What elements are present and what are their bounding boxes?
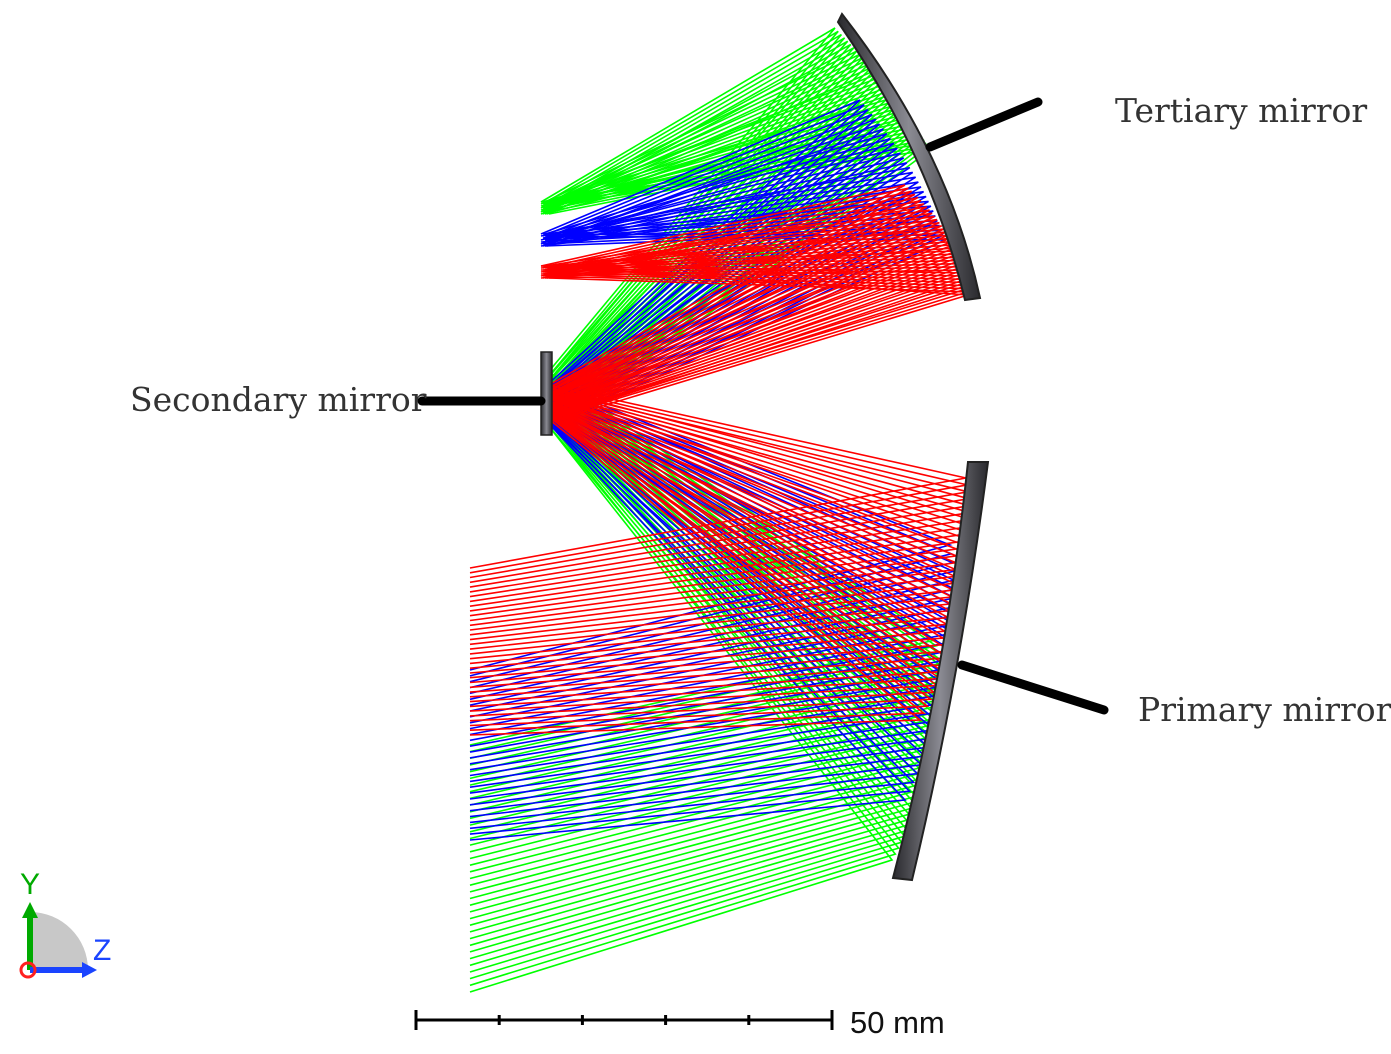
primary-leader (957, 660, 1109, 715)
green-field-rays (469, 27, 942, 993)
tertiary-mirror-label: Tertiary mirror (1115, 91, 1367, 130)
primary-mirror (891, 461, 990, 882)
scale-bar-label: 50 mm (850, 1005, 945, 1040)
triad-quadrant (30, 912, 88, 970)
axes-triad: Y Z (19, 868, 111, 979)
x-axis-dot (19, 961, 37, 979)
z-axis-label: Z (93, 934, 111, 967)
primary-mirror-label: Primary mirror (1138, 690, 1391, 729)
tertiary-leader (925, 97, 1043, 152)
secondary-mirror (540, 351, 553, 436)
secondary-mirror-label: Secondary mirror (130, 380, 427, 419)
y-axis-label: Y (20, 868, 40, 901)
z-arrowhead (82, 962, 97, 978)
scale-bar-ticks (414, 1010, 834, 1030)
scale-bar: 50 mm (414, 1005, 945, 1040)
tertiary-mirror (836, 12, 982, 302)
y-arrowhead (22, 902, 38, 918)
